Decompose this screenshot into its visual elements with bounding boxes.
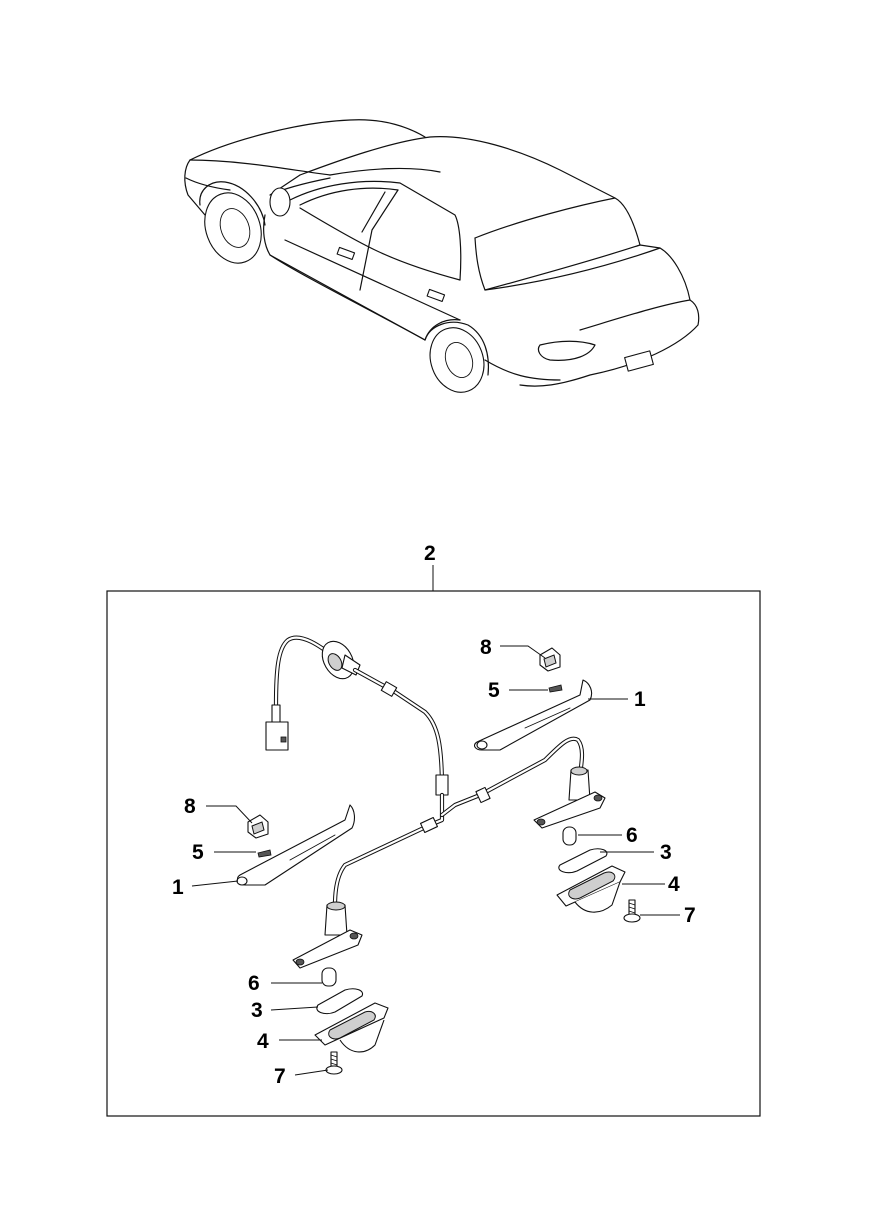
lens-gasket-right xyxy=(558,848,608,874)
callout-6-left: 6 xyxy=(248,972,260,995)
callout-8-left: 8 xyxy=(184,795,196,818)
leader-lines xyxy=(191,645,680,1076)
callout-1-left: 1 xyxy=(172,876,184,899)
callout-5-right: 5 xyxy=(488,679,500,702)
callout-8-right: 8 xyxy=(480,636,492,659)
left-lamp-assembly xyxy=(236,804,389,1075)
callout-3-right: 3 xyxy=(660,841,672,864)
screw-left xyxy=(325,1051,343,1075)
callout-7-left: 7 xyxy=(274,1065,286,1088)
callout-1-right: 1 xyxy=(634,688,646,711)
callout-7-right: 7 xyxy=(684,904,696,927)
bulb-left xyxy=(321,967,337,987)
car-illustration xyxy=(184,119,700,393)
wiring-harness xyxy=(265,635,585,908)
callout-2: 2 xyxy=(424,542,436,565)
right-lamp-assembly xyxy=(473,647,641,923)
callout-4-right: 4 xyxy=(668,873,680,896)
lens-gasket-left xyxy=(316,988,364,1015)
bracket-right xyxy=(473,679,593,751)
clip-pin-left xyxy=(257,849,272,858)
callout-4-left: 4 xyxy=(257,1030,269,1053)
callout-5-left: 5 xyxy=(192,841,204,864)
clip-pin-right xyxy=(548,684,563,693)
bracket-left xyxy=(236,804,355,886)
bulb-right xyxy=(562,826,577,846)
screw-right xyxy=(623,899,641,923)
callout-6-right: 6 xyxy=(626,824,638,847)
callout-3-left: 3 xyxy=(251,999,263,1022)
